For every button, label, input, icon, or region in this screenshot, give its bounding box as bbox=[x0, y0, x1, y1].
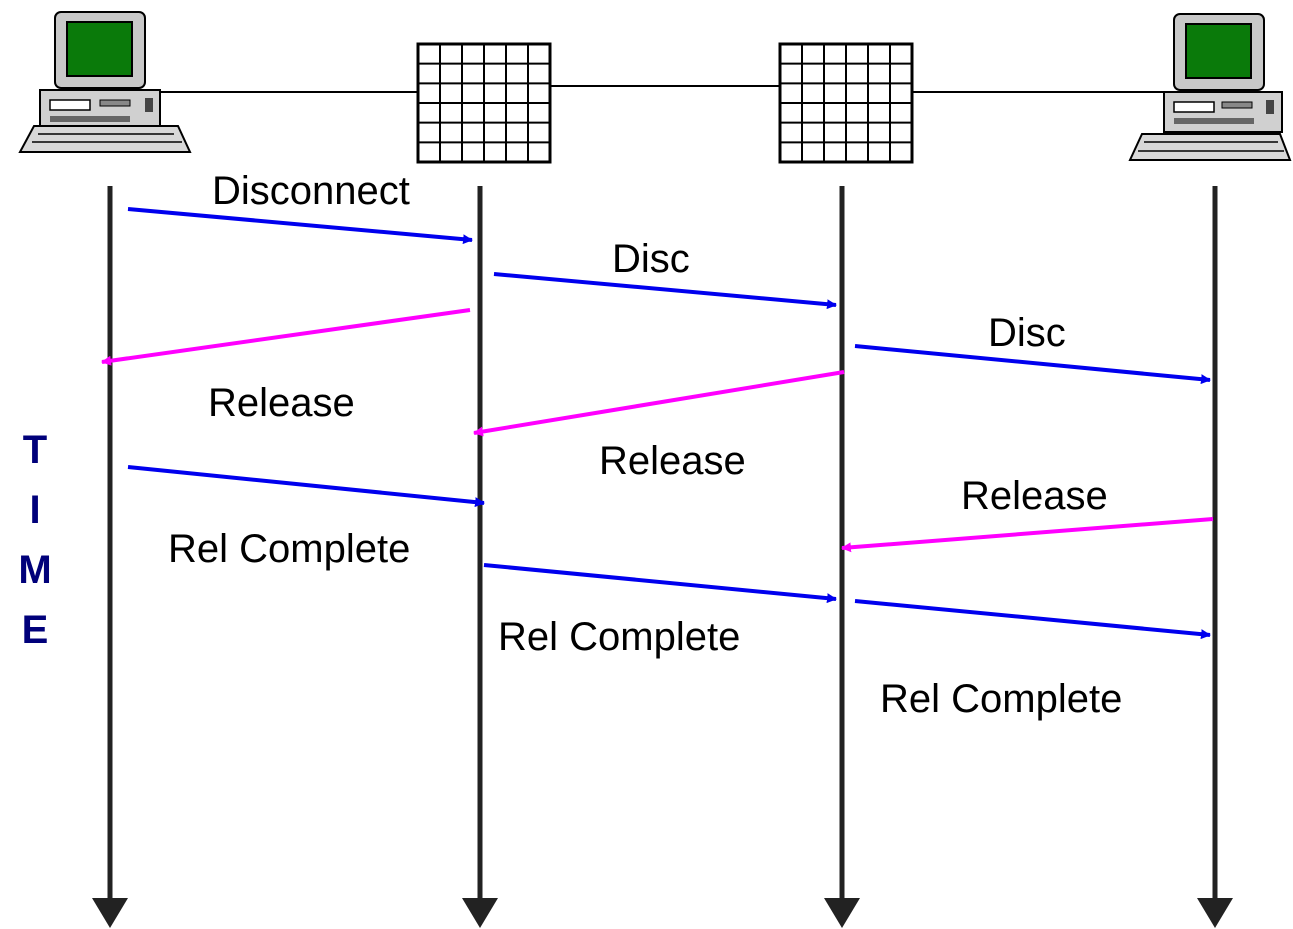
label-disc-2: Disc bbox=[988, 311, 1066, 355]
label-rel-complete-3: Rel Complete bbox=[880, 677, 1122, 721]
computer-icon bbox=[1128, 13, 1292, 161]
timeline-called-terminal bbox=[1197, 186, 1233, 928]
label-rel-complete-2: Rel Complete bbox=[498, 615, 740, 659]
timeline-arrowhead bbox=[1197, 898, 1233, 928]
arrow-disconnect bbox=[127, 207, 473, 245]
timeline-arrowhead bbox=[92, 898, 128, 928]
label-rel-complete-1: Rel Complete bbox=[168, 527, 410, 571]
time-letter: M bbox=[18, 548, 51, 592]
arrow-release-1 bbox=[101, 308, 471, 366]
timeline-arrowhead bbox=[462, 898, 498, 928]
label-disconnect: Disconnect bbox=[212, 169, 410, 213]
network-links bbox=[150, 85, 1185, 93]
arrow-disc-2 bbox=[854, 344, 1211, 385]
time-letter: I bbox=[29, 488, 40, 532]
timeline-switch-2 bbox=[824, 186, 860, 928]
switch-icon bbox=[778, 42, 914, 164]
label-release-3: Release bbox=[961, 474, 1108, 518]
label-release-2: Release bbox=[599, 439, 746, 483]
label-release-1: Release bbox=[208, 381, 355, 425]
arrow-rel-complete-1 bbox=[127, 465, 485, 508]
message-labels: Disconnect Disc Disc Release Release Rel… bbox=[168, 169, 1122, 721]
timeline-switch-1 bbox=[462, 186, 498, 928]
message-arrows bbox=[101, 207, 1214, 640]
arrow-release-3 bbox=[841, 517, 1214, 553]
timeline-calling-terminal bbox=[92, 186, 128, 928]
timeline-arrowhead bbox=[824, 898, 860, 928]
switch-icon bbox=[416, 42, 552, 164]
time-letter: E bbox=[22, 608, 49, 652]
arrow-rel-complete-3 bbox=[854, 599, 1211, 640]
label-disc-1: Disc bbox=[612, 237, 690, 281]
arrow-rel-complete-2 bbox=[483, 563, 837, 604]
time-axis-label: T I M E bbox=[18, 428, 51, 652]
time-letter: T bbox=[23, 428, 47, 472]
arrow-disc-1 bbox=[493, 272, 837, 310]
arrow-release-2 bbox=[473, 370, 845, 437]
computer-icon bbox=[18, 11, 192, 153]
